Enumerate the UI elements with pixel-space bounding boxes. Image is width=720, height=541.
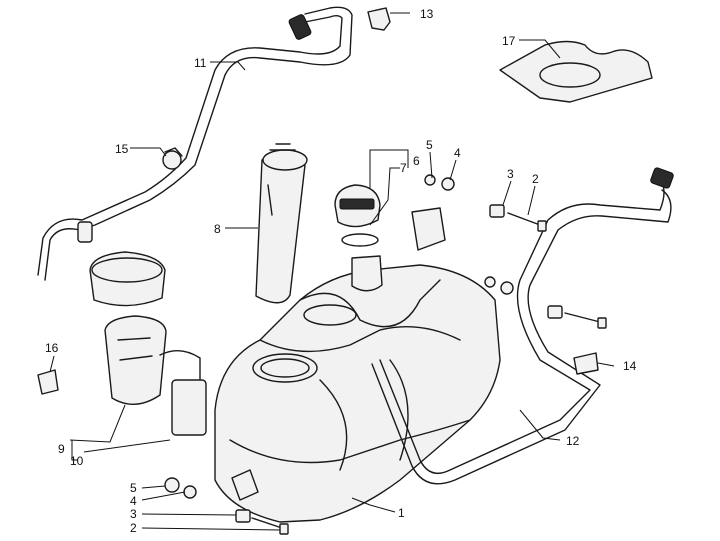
part-8-level-sender bbox=[255, 143, 308, 304]
callout-14: 14 bbox=[623, 359, 637, 373]
part-13-clip bbox=[367, 7, 391, 31]
callout-6: 6 bbox=[413, 154, 420, 168]
callout-8: 8 bbox=[214, 222, 221, 236]
callout-5-upper: 5 bbox=[426, 138, 433, 152]
part-15-clamp bbox=[162, 147, 183, 170]
callout-5-lower: 5 bbox=[130, 481, 137, 495]
part-10-fuel-pump bbox=[89, 251, 207, 436]
part-14-clip bbox=[573, 352, 599, 375]
callout-17: 17 bbox=[502, 34, 516, 48]
callout-15: 15 bbox=[115, 142, 129, 156]
leader-lines bbox=[49, 12, 615, 531]
callout-3-lower: 3 bbox=[130, 507, 137, 521]
callout-9: 9 bbox=[58, 442, 65, 456]
callout-7: 7 bbox=[400, 161, 407, 175]
hardware-right-upper bbox=[424, 174, 607, 329]
callout-12: 12 bbox=[566, 434, 580, 448]
callout-10: 10 bbox=[70, 454, 84, 468]
part-11-vent-hose bbox=[37, 6, 353, 281]
callout-2-lower: 2 bbox=[130, 521, 137, 535]
hardware-left-lower bbox=[164, 477, 289, 535]
callout-numbers: 13 17 11 15 8 6 7 5 4 3 2 14 12 16 9 10 … bbox=[45, 7, 637, 535]
callout-2-upper: 2 bbox=[532, 172, 539, 186]
callout-11: 11 bbox=[194, 56, 207, 70]
callout-1: 1 bbox=[398, 506, 405, 520]
callout-3-upper: 3 bbox=[507, 167, 514, 181]
part-1-fuel-tank bbox=[214, 207, 501, 523]
callout-13: 13 bbox=[420, 7, 434, 21]
callout-4-upper: 4 bbox=[454, 146, 461, 160]
part-12-support-frame bbox=[371, 167, 674, 485]
callout-4-lower: 4 bbox=[130, 494, 137, 508]
part-16-connector bbox=[37, 369, 59, 395]
part-17-gasket-plate bbox=[499, 40, 653, 103]
part-6-filler-cap bbox=[334, 184, 381, 247]
callout-16: 16 bbox=[45, 341, 59, 355]
